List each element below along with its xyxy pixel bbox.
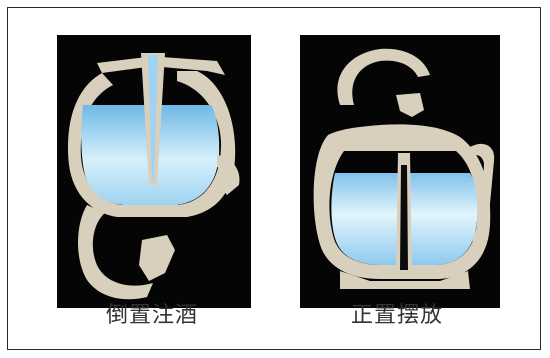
upright-pot-illustration — [300, 35, 500, 308]
inverted-pot-photo — [57, 35, 251, 308]
upright-pot-photo — [300, 35, 500, 308]
upright-place-caption: 正置摆放 — [351, 297, 443, 329]
figure-frame: 倒置注酒 正置摆放 — [7, 7, 541, 350]
inverted-pour-caption: 倒置注酒 — [106, 297, 198, 329]
inverted-pot-illustration — [57, 35, 251, 308]
